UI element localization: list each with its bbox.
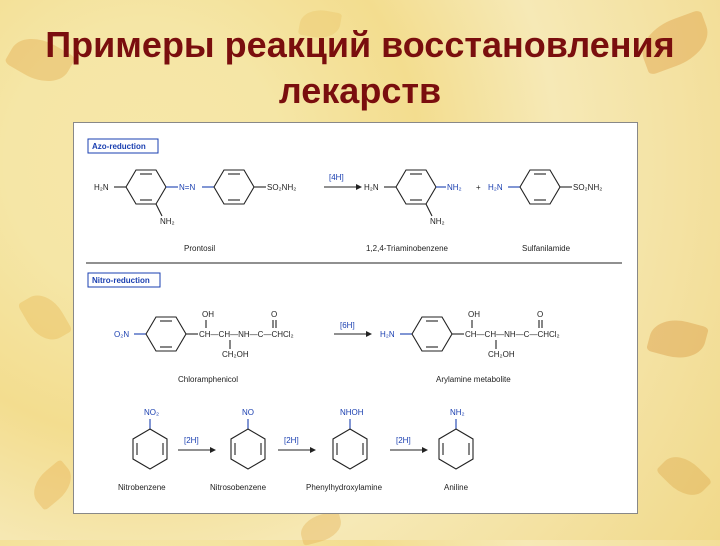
azo-section-box [87, 138, 159, 154]
arrow-head [366, 331, 372, 337]
sulfanilamide-h2n: H₂N [488, 183, 503, 192]
chloram-chain: CH—CH—NH—C—CHCl₂ [199, 330, 294, 339]
aniline-substituent: NH₂ [450, 408, 465, 417]
aryl-h2n: H₂N [380, 330, 395, 339]
azo-bond-label: N=N [179, 183, 195, 192]
name-arylamine: Arylamine metabolite [436, 375, 511, 384]
benzene-ring [332, 428, 368, 470]
nitrobenzene-substituent: NO₂ [144, 408, 159, 417]
step-reagent-2: [2H] [284, 436, 299, 445]
reaction-figure: Azo-reduction H₂N NH₂ N=N SO₂NH₂ [4H] H₂… [73, 122, 638, 514]
benzene-ring [132, 428, 168, 470]
phenylhydroxylamine-substituent: NHOH [340, 408, 364, 417]
aryl-ch2oh: CH₂OH [488, 350, 515, 359]
benzene-ring [411, 316, 453, 352]
benzene-ring [519, 169, 561, 205]
plus-sign: + [476, 183, 481, 192]
aryl-o: O [537, 310, 543, 319]
name-prontosil: Prontosil [184, 244, 215, 253]
nitrosobenzene-substituent: NO [242, 408, 254, 417]
benzene-ring [438, 428, 474, 470]
step-reagent-1: [2H] [184, 436, 199, 445]
name-nitrosobenzene: Nitrosobenzene [210, 483, 267, 492]
title-line-2: лекарств [278, 70, 442, 111]
sulfanilamide-so2nh2: SO₂NH₂ [573, 183, 602, 192]
arrow-head [310, 447, 316, 453]
prontosil-h2n: H₂N [94, 183, 109, 192]
benzene-ring [213, 169, 255, 205]
step-reagent-3: [2H] [396, 436, 411, 445]
chloram-oh: OH [202, 310, 214, 319]
reaction-scheme: Azo-reduction H₂N NH₂ N=N SO₂NH₂ [4H] H₂… [86, 138, 622, 492]
aryl-oh: OH [468, 310, 480, 319]
name-chloramphenicol: Chloramphenicol [178, 375, 238, 384]
triamino-h2n: H₂N [364, 183, 379, 192]
benzene-ring [395, 169, 437, 205]
prontosil-nh2: NH₂ [160, 217, 175, 226]
slide-title: Примеры реакций восстановления лекарств [0, 22, 720, 114]
benzene-ring [125, 169, 167, 205]
name-nitrobenzene: Nitrobenzene [118, 483, 166, 492]
triamino-nh2-right: NH₂ [447, 183, 462, 192]
nitro-section-label: Nitro-reduction [92, 276, 150, 285]
benzene-ring [230, 428, 266, 470]
name-sulfanilamide: Sulfanilamide [522, 244, 571, 253]
benzene-ring [145, 316, 187, 352]
name-aniline: Aniline [444, 483, 469, 492]
prontosil-so2nh2: SO₂NH₂ [267, 183, 296, 192]
chloram-o: O [271, 310, 277, 319]
chloram-ch2oh: CH₂OH [222, 350, 249, 359]
triamino-nh2-bottom: NH₂ [430, 217, 445, 226]
arrow-head [356, 184, 362, 190]
nitro-section-box [87, 272, 161, 288]
name-triaminobenzene: 1,2,4-Triaminobenzene [366, 244, 449, 253]
azo-reagent: [4H] [329, 173, 344, 182]
chloram-o2n: O₂N [114, 330, 129, 339]
azo-section-label: Azo-reduction [92, 142, 146, 151]
nitro-reagent: [6H] [340, 321, 355, 330]
name-phenylhydroxylamine: Phenylhydroxylamine [306, 483, 383, 492]
title-line-1: Примеры реакций восстановления [45, 24, 675, 65]
arrow-head [422, 447, 428, 453]
aryl-chain: CH—CH—NH—C—CHCl₂ [465, 330, 560, 339]
arrow-head [210, 447, 216, 453]
